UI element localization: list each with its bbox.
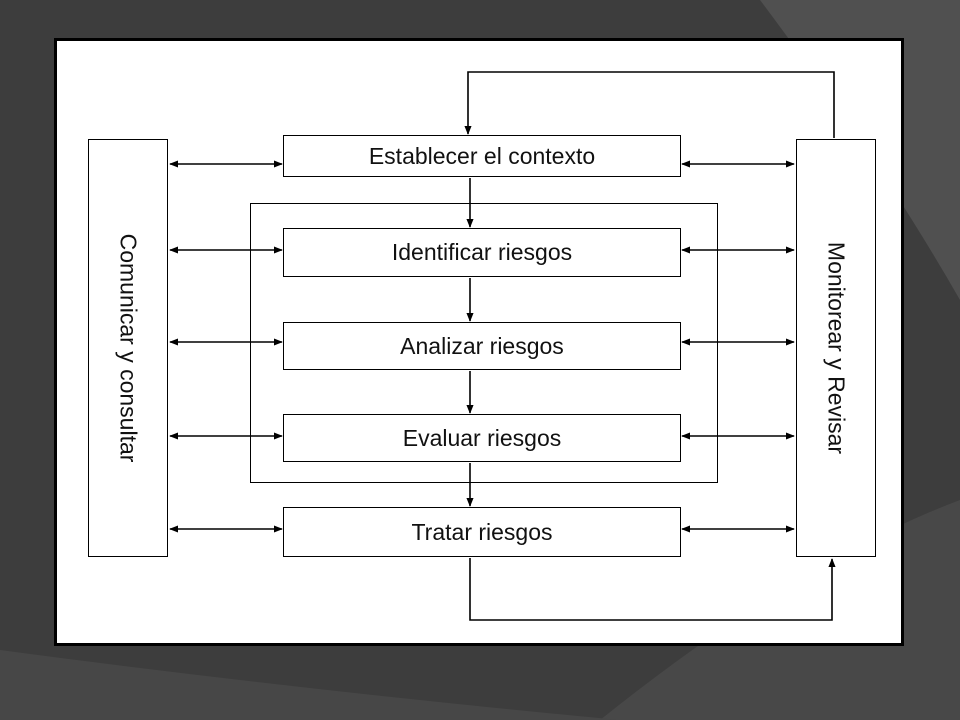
step-treat-risks: Tratar riesgos	[283, 507, 681, 557]
step-establish-context: Establecer el contexto	[283, 135, 681, 177]
monitor-review-box: Monitorear y Revisar	[796, 139, 876, 557]
step-label: Evaluar riesgos	[402, 424, 562, 451]
step-label: Identificar riesgos	[391, 239, 573, 265]
step-evaluate-risks: Evaluar riesgos	[283, 414, 681, 462]
communicate-consult-label: Comunicar y consultar	[115, 233, 142, 463]
step-label: Tratar riesgos	[411, 518, 553, 545]
step-label: Establecer el contexto	[368, 142, 596, 169]
monitor-review-label: Monitorear y Revisar	[823, 241, 850, 455]
communicate-consult-box: Comunicar y consultar	[88, 139, 168, 557]
step-identify-risks: Identificar riesgos	[283, 228, 681, 277]
step-label: Analizar riesgos	[400, 332, 564, 359]
step-analyze-risks: Analizar riesgos	[283, 322, 681, 370]
